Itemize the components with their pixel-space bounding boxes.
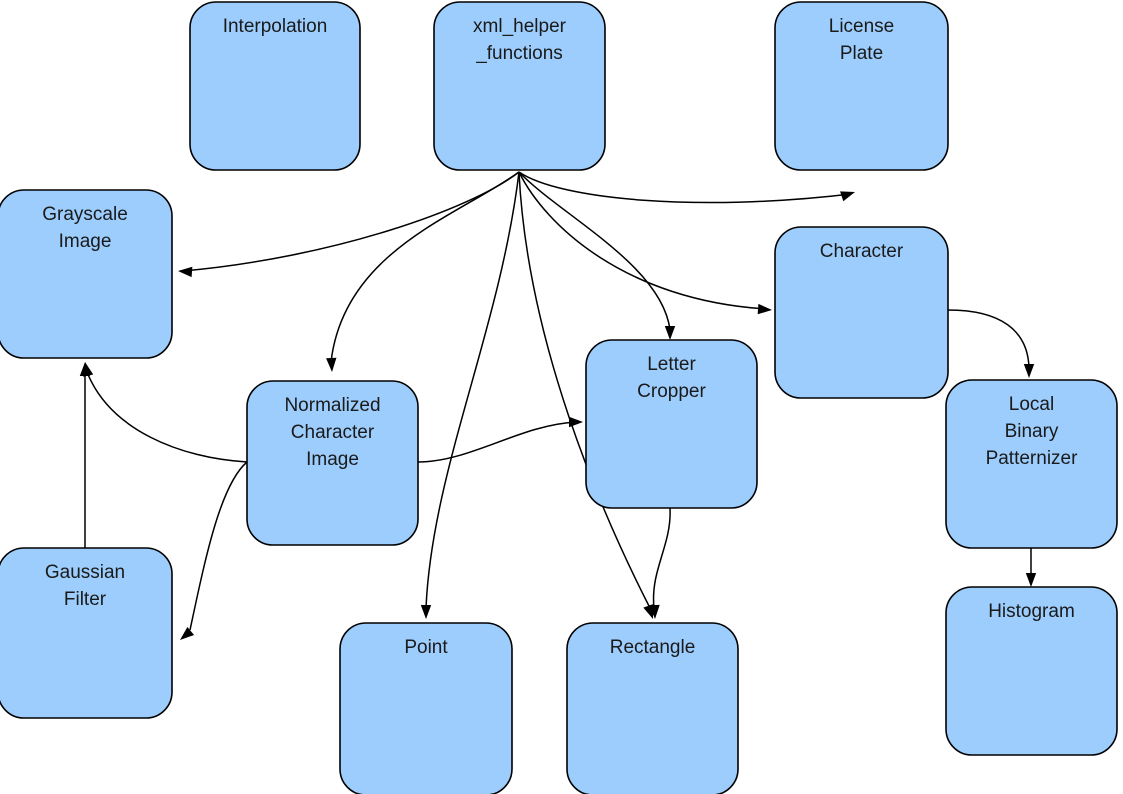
arrowhead-icon <box>326 357 337 372</box>
arrowhead-icon <box>180 627 195 640</box>
arrowhead-icon <box>1025 573 1037 587</box>
arrowhead-icon <box>569 416 583 428</box>
edge-letter-cropper-to-rectangle <box>649 507 671 619</box>
node-box[interactable] <box>774 226 949 399</box>
edge-xml-to-license-plate <box>518 171 855 204</box>
node-point[interactable]: Point <box>339 622 513 794</box>
edge-line <box>652 507 671 609</box>
arrowhead-icon <box>178 266 193 278</box>
node-box[interactable] <box>774 1 949 171</box>
edge-gaussian-filter-to-grayscale-image <box>79 362 91 548</box>
edge-xml-to-letter-cropper <box>518 171 676 340</box>
arrowhead-icon <box>420 605 432 619</box>
node-box[interactable] <box>945 586 1118 756</box>
edge-line <box>518 171 767 310</box>
node-histogram[interactable]: Histogram <box>945 586 1118 756</box>
arrowhead-icon <box>664 326 676 340</box>
edge-normalized-character-image-to-letter-cropper <box>417 416 583 463</box>
edge-line <box>947 309 1030 369</box>
edge-normalized-character-image-to-gaussian-filter <box>180 461 248 640</box>
node-box[interactable] <box>585 339 758 509</box>
edge-xml-to-normalized-character-image <box>326 171 520 372</box>
arrowhead-icon <box>757 303 772 315</box>
node-box[interactable] <box>189 1 361 171</box>
arrowhead-icon <box>649 604 660 619</box>
arrowhead-icon <box>79 362 91 376</box>
node-box[interactable] <box>945 379 1118 549</box>
edge-line <box>182 171 520 272</box>
edge-xml-to-point <box>420 171 520 619</box>
edge-character-to-local-binary-patternizer <box>947 309 1035 378</box>
edge-local-binary-patternizer-to-histogram <box>1025 548 1037 587</box>
node-box[interactable] <box>433 1 606 171</box>
node-box[interactable] <box>246 380 419 546</box>
edge-xml-to-grayscale-image <box>178 171 520 278</box>
node-box[interactable] <box>566 622 739 794</box>
edge-line <box>417 421 577 463</box>
edge-line <box>189 461 248 631</box>
node-box[interactable] <box>0 189 173 359</box>
edge-line <box>518 171 651 609</box>
arrowhead-icon <box>1023 364 1035 378</box>
edge-normalized-character-image-to-grayscale-image <box>83 362 248 463</box>
edge-line <box>518 171 671 331</box>
node-box[interactable] <box>0 547 173 719</box>
edge-line <box>330 171 520 363</box>
edge-line <box>86 371 248 463</box>
edge-line <box>425 171 520 609</box>
node-rectangle[interactable]: Rectangle <box>566 622 739 794</box>
edge-line <box>518 171 852 204</box>
arrowhead-icon <box>840 191 855 202</box>
node-box[interactable] <box>339 622 513 794</box>
node-xml-helper-functions[interactable]: xml_helper_functions <box>433 1 606 171</box>
edges-layer <box>79 171 1037 640</box>
edge-xml-to-character <box>518 171 772 315</box>
node-interpolation[interactable]: Interpolation <box>189 1 361 171</box>
node-character[interactable]: Character <box>774 226 949 399</box>
